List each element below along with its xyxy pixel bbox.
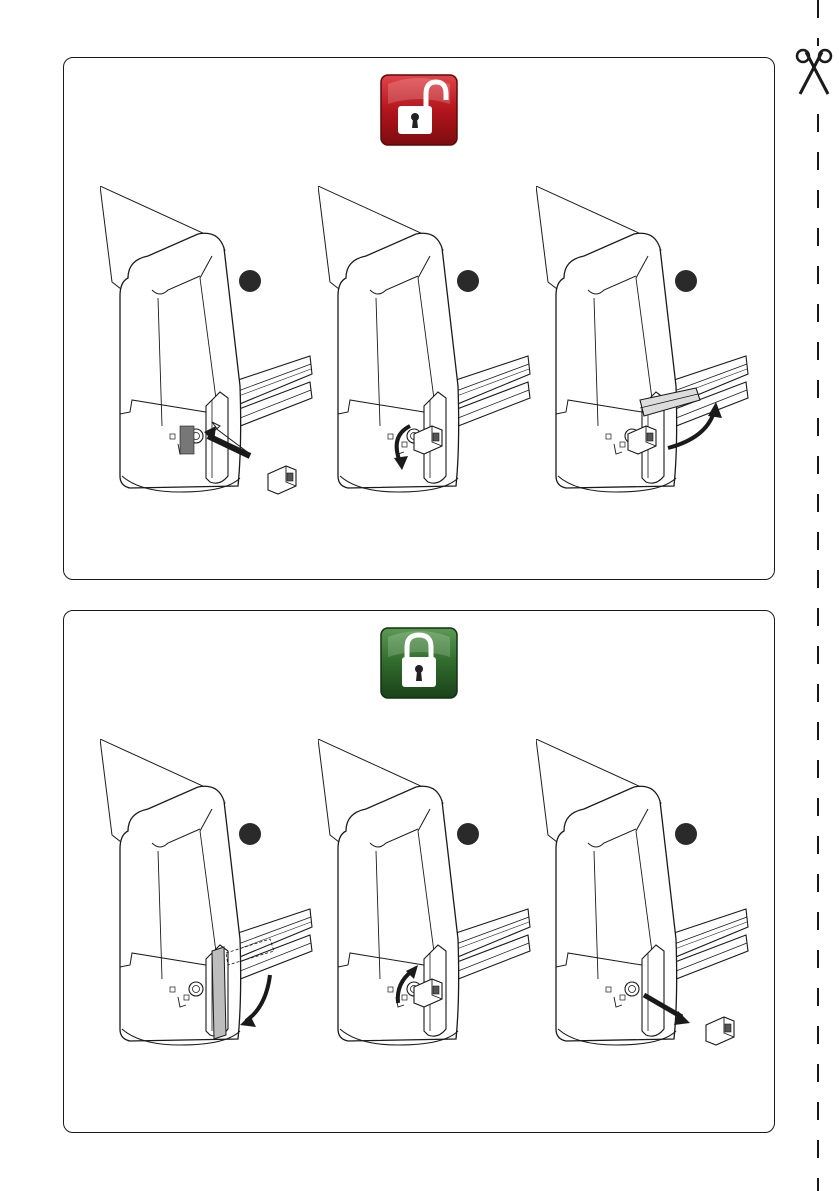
unlock-step-pull-lever (536, 186, 756, 516)
lock-step-turn-key-back (318, 739, 538, 1069)
unlock-step-insert-key (100, 186, 320, 516)
step-marker (457, 823, 479, 845)
lock-step-remove-key (536, 739, 756, 1069)
step-marker (239, 270, 261, 292)
lock-procedure-panel (63, 610, 775, 1133)
scissors-icon (792, 46, 836, 96)
unlock-procedure-panel (63, 57, 775, 580)
cut-line (800, 0, 839, 1191)
unlocked-padlock-icon (380, 74, 458, 146)
step-marker (457, 270, 479, 292)
lock-step-lower-lever (100, 739, 320, 1069)
step-marker (675, 270, 697, 292)
step-marker (239, 823, 261, 845)
locked-padlock-icon (380, 627, 458, 699)
unlock-step-turn-key (318, 186, 538, 516)
step-marker (675, 823, 697, 845)
